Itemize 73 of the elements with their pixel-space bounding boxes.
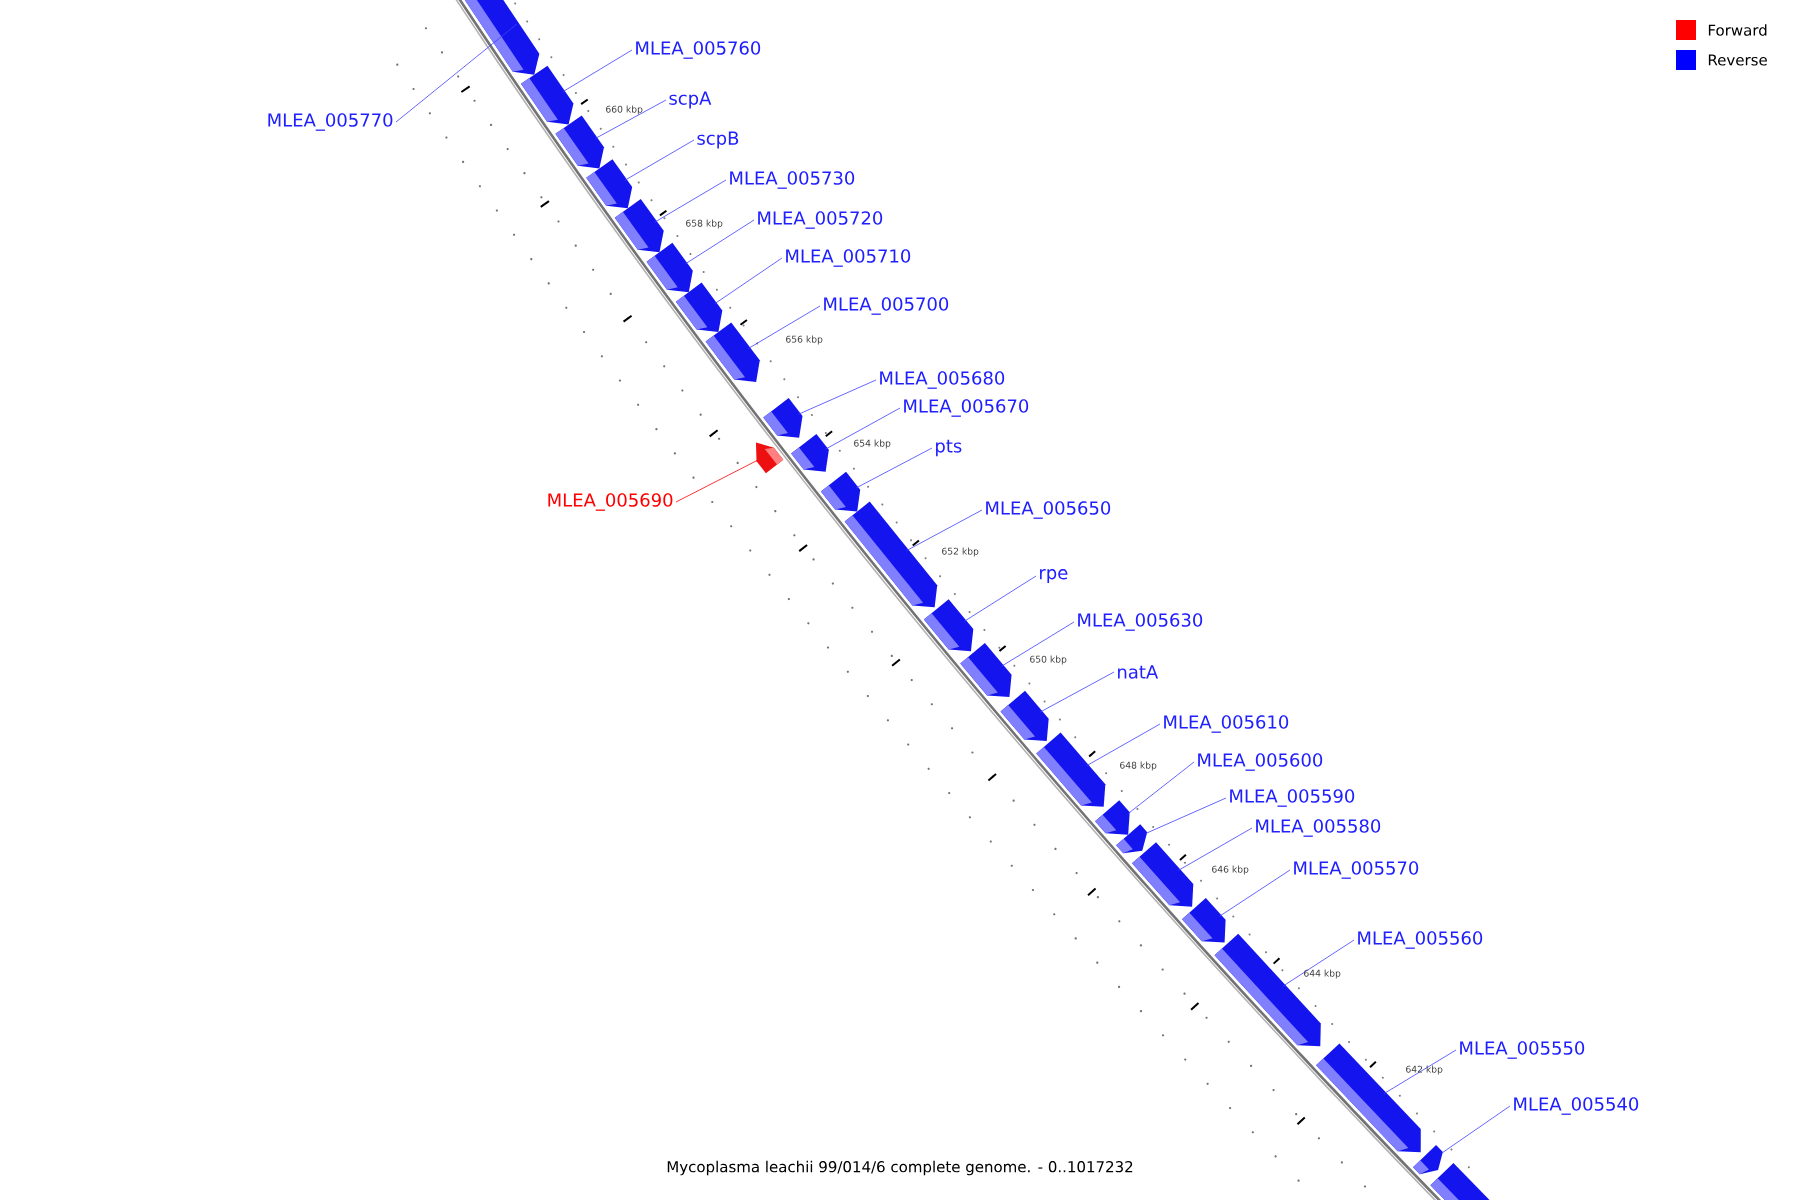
gene-label: MLEA_005630 — [1078, 613, 1203, 631]
gene-label: MLEA_005760 — [636, 41, 761, 59]
leader-line — [1219, 869, 1291, 917]
leader-line — [624, 139, 695, 181]
gene-feature — [463, 0, 540, 75]
gene-label: MLEA_005670 — [904, 399, 1029, 417]
gene-feature — [1116, 824, 1148, 854]
leader-line — [594, 99, 667, 139]
leader-line — [562, 49, 633, 93]
leader-line — [1086, 723, 1161, 767]
gene-feature — [1413, 1145, 1443, 1175]
leader-line — [714, 257, 783, 305]
gene-label: MLEA_005580 — [1256, 819, 1381, 837]
leader-line — [1383, 1049, 1457, 1094]
gene-feature — [791, 433, 829, 472]
leader-line — [906, 509, 983, 552]
gene-label: MLEA_005650 — [986, 501, 1111, 519]
leader-line — [1440, 1105, 1511, 1154]
leader-line — [1282, 939, 1355, 987]
gene-label: MLEA_005680 — [880, 371, 1005, 389]
gene-feature — [1095, 800, 1130, 835]
gene-feature — [960, 642, 1012, 698]
gene-feature — [1132, 842, 1194, 907]
gene-feature — [586, 159, 633, 209]
leader-line — [747, 305, 821, 349]
leader-line — [825, 407, 901, 450]
gene-label: MLEA_005610 — [1164, 715, 1289, 733]
leader-line — [684, 219, 755, 265]
gene-label: natA — [1118, 665, 1159, 679]
gene-label: MLEA_005700 — [824, 297, 949, 315]
leader-line — [855, 447, 933, 489]
gene-feature — [1000, 690, 1049, 741]
gene-label: MLEA_005770 — [268, 113, 393, 131]
gene-feature — [923, 599, 974, 652]
gene-feature — [844, 501, 938, 608]
leader-line — [675, 459, 759, 503]
gene-feature — [521, 65, 574, 125]
gene-label: MLEA_005690 — [548, 493, 673, 511]
gene-feature — [675, 282, 723, 332]
leader-line — [1001, 621, 1075, 667]
gene-feature — [705, 322, 760, 382]
gene-label: MLEA_005710 — [786, 249, 911, 267]
gene-label: MLEA_005550 — [1460, 1041, 1585, 1059]
gene-label: MLEA_005720 — [758, 211, 883, 229]
gene-label: scpB — [697, 131, 739, 149]
gene-label: MLEA_005590 — [1230, 789, 1355, 807]
gene-label: MLEA_005560 — [1358, 931, 1483, 949]
leader-line — [1040, 671, 1115, 713]
gene-feature — [1036, 732, 1106, 807]
gene-label: pts — [936, 439, 962, 457]
gene-feature — [763, 398, 803, 438]
leader-line — [1145, 797, 1227, 834]
leader-line — [654, 179, 727, 223]
gene-feature — [755, 442, 784, 474]
gene-feature — [1182, 897, 1226, 943]
leader-line — [1178, 827, 1253, 871]
leader-line — [1127, 761, 1195, 814]
leader-line — [798, 379, 877, 415]
gene-feature — [646, 242, 693, 293]
gene-label: MLEA_005570 — [1294, 861, 1419, 879]
gene-feature — [1430, 1162, 1493, 1200]
leader-line — [395, 23, 518, 123]
gene-label: MLEA_005730 — [730, 171, 855, 189]
gene-feature — [1214, 933, 1321, 1047]
gene-label: MLEA_005540 — [1514, 1097, 1639, 1115]
gene-feature — [555, 115, 604, 169]
gene-feature — [820, 471, 861, 512]
gene-feature — [1316, 1043, 1421, 1153]
leader-line — [963, 575, 1037, 622]
gene-feature — [614, 199, 664, 253]
gene-label: rpe — [1040, 569, 1068, 583]
gene-label: MLEA_005600 — [1198, 753, 1323, 771]
gene-label: scpA — [669, 91, 712, 109]
